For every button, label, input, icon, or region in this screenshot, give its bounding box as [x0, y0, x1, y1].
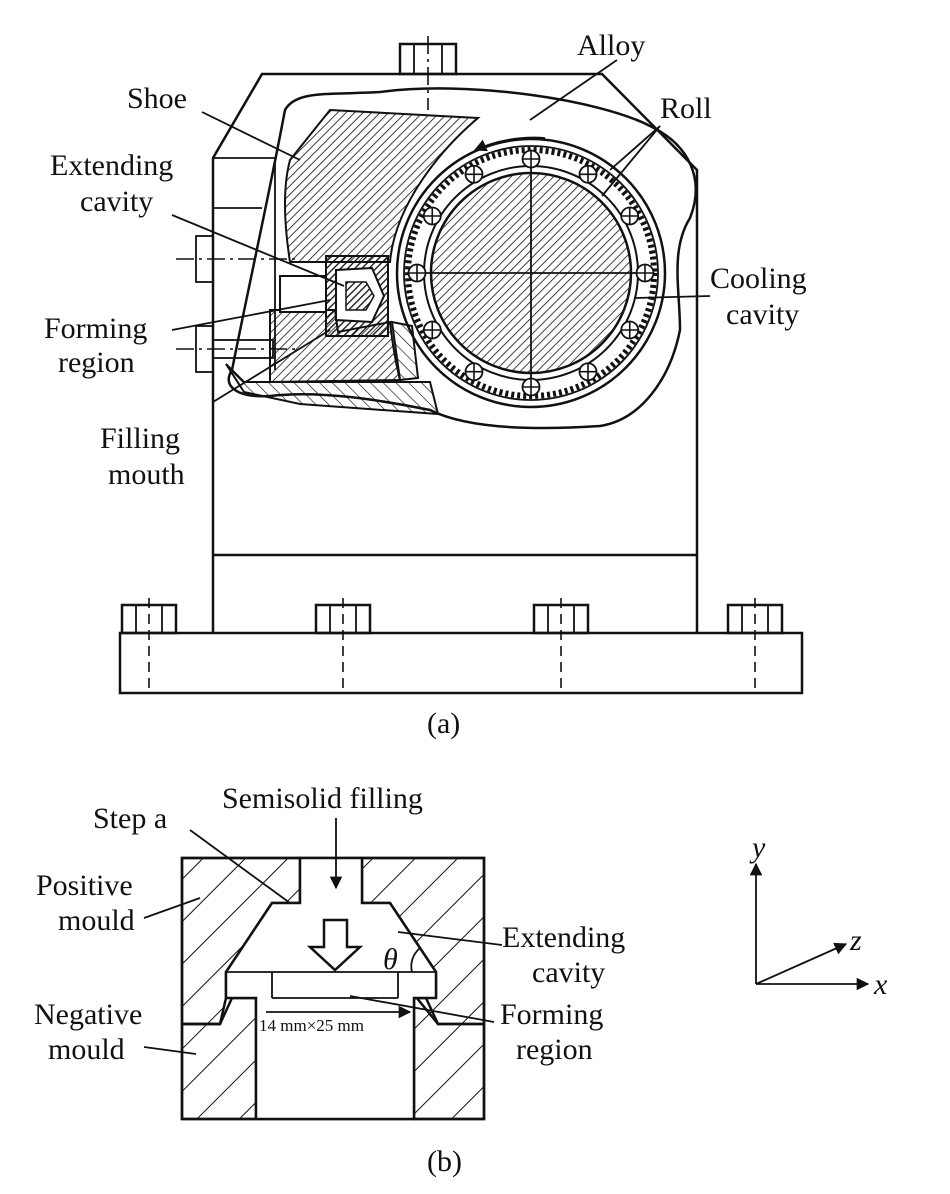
alloy-flow-arrow — [473, 136, 546, 152]
label-extending-cavity-a-2: cavity — [80, 185, 153, 218]
label-extending-cavity-b-2: cavity — [532, 956, 605, 989]
roll-bolt-icon — [464, 164, 484, 184]
axis-label-x: x — [873, 968, 888, 1001]
roll-bolt-icon — [407, 263, 427, 283]
axis-label-y: y — [749, 831, 766, 864]
base-plate — [118, 631, 804, 695]
roll-bolt-icon — [578, 164, 598, 184]
hollow-flow-arrow — [306, 918, 364, 972]
label-roll: Roll — [660, 92, 712, 125]
roll-bolt-icon — [578, 362, 598, 382]
label-positive-mould-2: mould — [58, 904, 135, 937]
roll-bolt-icon — [521, 149, 541, 169]
label-forming-region-a-1: Forming — [44, 312, 147, 345]
coordinate-axes: y z x — [749, 831, 888, 1001]
label-step-a: Step a — [93, 802, 167, 835]
label-positive-mould-1: Positive — [36, 869, 133, 902]
cavity-block — [279, 255, 389, 337]
label-negative-mould-2: mould — [48, 1033, 125, 1066]
figure-a: Alloy Roll Shoe Extending cavity Forming… — [44, 29, 807, 740]
label-semisolid-filling: Semisolid filling — [222, 782, 423, 815]
label-filling-mouth-1: Filling — [100, 422, 180, 455]
theta-arc — [410, 947, 421, 973]
figure-b: 14 mm×25 mm Semisolid filling Step a Pos… — [34, 782, 625, 1178]
label-negative-mould-1: Negative — [34, 998, 142, 1031]
axis-label-z: z — [849, 924, 862, 957]
roll-bolt-icon — [422, 206, 442, 226]
extending-cavity-shape — [224, 856, 438, 1121]
label-theta: θ — [383, 943, 398, 976]
label-alloy: Alloy — [577, 29, 645, 62]
shoe — [284, 108, 481, 263]
frame-left-step — [213, 157, 276, 370]
leader-lines-a — [171, 59, 711, 403]
roll — [395, 137, 667, 409]
base-bolts — [120, 598, 784, 693]
caption-a: (a) — [427, 707, 460, 740]
label-forming-region-b-1: Forming — [500, 998, 603, 1031]
roll-bolt-icon — [422, 320, 442, 340]
caption-b: (b) — [427, 1145, 462, 1178]
roll-bolt-icon — [620, 320, 640, 340]
z-axis — [755, 942, 848, 985]
label-cooling-cavity-2: cavity — [726, 298, 799, 331]
label-shoe: Shoe — [127, 82, 187, 115]
label-cooling-cavity-1: Cooling — [710, 262, 807, 295]
dimension-label: 14 mm×25 mm — [259, 1016, 364, 1035]
roll-bolt-icon — [635, 263, 655, 283]
roll-bolt-icon — [521, 377, 541, 397]
label-forming-region-a-2: region — [58, 346, 135, 379]
label-forming-region-b-2: region — [516, 1033, 593, 1066]
roll-bolt-icon — [620, 206, 640, 226]
label-extending-cavity-a-1: Extending — [50, 149, 173, 182]
roll-bolts — [407, 149, 655, 397]
label-filling-mouth-2: mouth — [108, 458, 185, 491]
roll-bolt-icon — [464, 362, 484, 382]
leader-lines-b — [143, 829, 503, 1055]
label-extending-cavity-b-1: Extending — [502, 921, 625, 954]
top-bolt — [398, 36, 458, 110]
lower-guide-block — [390, 320, 420, 382]
